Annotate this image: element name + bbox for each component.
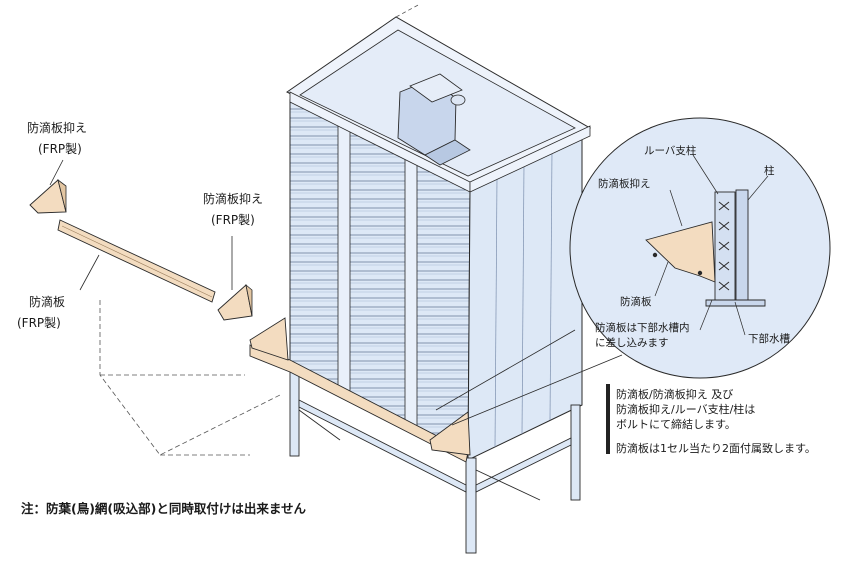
detail-insert-note-1: 防滴板は下部水槽内 bbox=[595, 322, 690, 334]
detail-plate: 防滴板 bbox=[620, 296, 652, 308]
tower-body bbox=[286, 16, 592, 461]
note-bolt-3: ボルトにて締結します。 bbox=[616, 418, 736, 431]
guard-mid-material: (FRP製) bbox=[211, 213, 255, 227]
detail-louver-post: ルーバ支柱 bbox=[644, 145, 697, 157]
footnote: 注：防葉(鳥)網(吸込部)と同時取付けは出来ません bbox=[21, 501, 306, 516]
detail-insert-note-2: に差し込みます bbox=[595, 337, 669, 349]
detail-column: 柱 bbox=[764, 165, 775, 177]
plate-title: 防滴板 bbox=[29, 295, 66, 309]
detail-circle bbox=[435, 117, 831, 426]
assembly-guides bbox=[99, 300, 281, 456]
part-drip-plate bbox=[57, 219, 216, 303]
note-per-cell: 防滴板は1セル当たり2面付属致します。 bbox=[616, 442, 816, 455]
note-bar bbox=[606, 384, 610, 454]
plate-material: (FRP製) bbox=[17, 316, 61, 330]
note-bolt-2: 防滴板抑え/ルーバ支柱/柱は bbox=[616, 403, 756, 416]
note-bolt-1: 防滴板/防滴板抑え 及び bbox=[616, 388, 734, 401]
guard-top-left-title: 防滴板抑え bbox=[27, 121, 88, 135]
fan-motor bbox=[397, 73, 471, 166]
attached-drip-plate bbox=[249, 317, 471, 463]
tower-stand bbox=[289, 369, 581, 554]
part-guard-top-left bbox=[29, 179, 67, 214]
part-guard-mid bbox=[217, 283, 253, 321]
detail-lower-tank: 下部水槽 bbox=[748, 333, 790, 345]
guard-top-left-material: (FRP製) bbox=[38, 142, 82, 156]
detail-guard: 防滴板抑え bbox=[598, 178, 651, 190]
guard-mid-title: 防滴板抑え bbox=[203, 192, 264, 206]
